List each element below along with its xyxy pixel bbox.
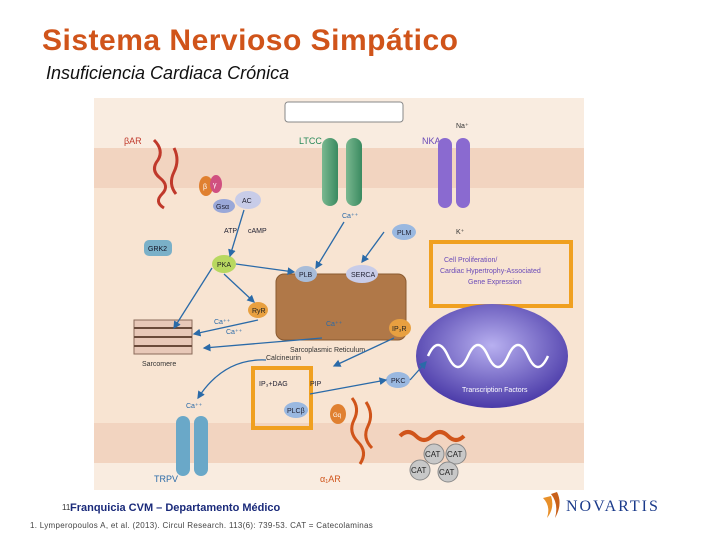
svg-text:Na⁺: Na⁺ [456, 123, 469, 130]
svg-text:Gsα: Gsα [216, 204, 229, 211]
svg-text:PLCβ: PLCβ [287, 408, 305, 415]
novartis-logo-text: NOVARTIS [566, 498, 660, 515]
reference-text: 1. Lymperopoulos A, et al. (2013). Circu… [30, 521, 374, 530]
trpv-channel-right [194, 416, 208, 476]
svg-text:PLM: PLM [397, 230, 412, 237]
svg-text:Sarcomere: Sarcomere [142, 361, 176, 368]
svg-text:Ca⁺⁺: Ca⁺⁺ [342, 213, 359, 220]
ltcc-channel-left [322, 138, 338, 206]
nucleus [416, 304, 568, 408]
nka-pump-right [456, 138, 470, 208]
dna-strand [426, 343, 550, 369]
signaling-arrows [173, 209, 427, 400]
svg-text:α₁AR: α₁AR [320, 474, 341, 484]
novartis-logo-icon [543, 492, 560, 518]
svg-text:Ca⁺⁺: Ca⁺⁺ [214, 319, 231, 326]
a1ar-tail [398, 430, 466, 442]
ltcc-channel-right [346, 138, 362, 206]
svg-text:CAT: CAT [411, 466, 427, 475]
plm-protein [392, 224, 416, 240]
slide-title: Sistema Nervioso Simpático [42, 24, 459, 57]
calcineurin-label: Calcineurin [266, 355, 301, 362]
svg-text:PKC: PKC [391, 378, 405, 385]
svg-text:K⁺: K⁺ [456, 229, 465, 236]
bar-receptor [152, 138, 167, 210]
svg-text:Cardiac Hypertrophy-Associated: Cardiac Hypertrophy-Associated [440, 268, 541, 275]
slide-subtitle: Insuficiencia Cardiaca Crónica [46, 63, 290, 83]
serca-protein [346, 265, 378, 283]
bottom-membrane [94, 423, 584, 463]
svg-text:PLB: PLB [299, 272, 313, 279]
svg-text:Sarcoplasmic Reticulum: Sarcoplasmic Reticulum [290, 347, 365, 354]
svg-text:Gq: Gq [333, 413, 341, 419]
svg-text:IP₃R: IP₃R [392, 326, 407, 333]
slide-number: 11 [62, 503, 71, 512]
gsa-subunit [213, 199, 235, 213]
bar-label: βAR [124, 136, 142, 146]
ltcc-label: LTCC [299, 136, 322, 146]
plb-protein [295, 266, 317, 282]
svg-text:Cell Proliferation/: Cell Proliferation/ [444, 257, 497, 264]
pkc-protein [386, 372, 410, 388]
svg-text:β: β [203, 184, 207, 191]
svg-text:PIP: PIP [310, 381, 322, 388]
top-membrane [94, 148, 584, 188]
svg-text:Ca⁺⁺: Ca⁺⁺ [186, 403, 203, 410]
svg-text:CAT: CAT [439, 468, 455, 477]
sarcomere-structure [133, 319, 193, 355]
nka-pump-left [438, 138, 452, 208]
trpv-channel-left [176, 416, 190, 476]
svg-text:Ca⁺⁺: Ca⁺⁺ [226, 329, 243, 336]
svg-text:Gene Expression: Gene Expression [468, 279, 522, 286]
footer-text: Franquicia CVM – Departamento Médico [70, 502, 281, 514]
gamma-subunit [210, 175, 222, 193]
sarcoplasmic-reticulum [275, 273, 407, 341]
svg-text:CAT: CAT [425, 450, 441, 459]
ac-enzyme [235, 191, 261, 209]
svg-text:Transcription Factors: Transcription Factors [462, 387, 528, 394]
svg-text:PKA: PKA [217, 262, 231, 269]
svg-text:TRPV: TRPV [154, 474, 178, 484]
header-box [284, 101, 404, 123]
plcb-protein [284, 402, 308, 418]
beta-subunit [199, 176, 213, 196]
bar-receptor-2 [169, 147, 179, 195]
ip3r-protein [389, 319, 411, 337]
svg-text:Ca⁺⁺: Ca⁺⁺ [326, 321, 343, 328]
svg-text:CAT: CAT [447, 450, 463, 459]
svg-text:GRK2: GRK2 [148, 246, 167, 253]
svg-text:IP₃+DAG: IP₃+DAG [259, 381, 288, 388]
gq-protein [330, 404, 346, 424]
svg-text:AC: AC [242, 198, 252, 205]
svg-text:SERCA: SERCA [351, 272, 375, 279]
svg-text:RyR: RyR [252, 308, 266, 315]
ryr-protein [248, 302, 268, 318]
cat-molecules [409, 443, 467, 483]
nka-label: NKA [422, 136, 441, 146]
svg-text:cAMP: cAMP [248, 228, 267, 235]
svg-text:ATP: ATP [224, 228, 237, 235]
pka-protein [212, 255, 236, 273]
svg-text:γ: γ [213, 182, 217, 189]
highlight-box-plc [251, 366, 313, 430]
a1ar-receptor [350, 397, 374, 465]
grk2-protein [144, 240, 172, 256]
cardiac-myocyte-diagram: βAR β γ Gsα AC ATP cAMP LTCC Ca⁺⁺ NKA Na… [94, 98, 584, 490]
